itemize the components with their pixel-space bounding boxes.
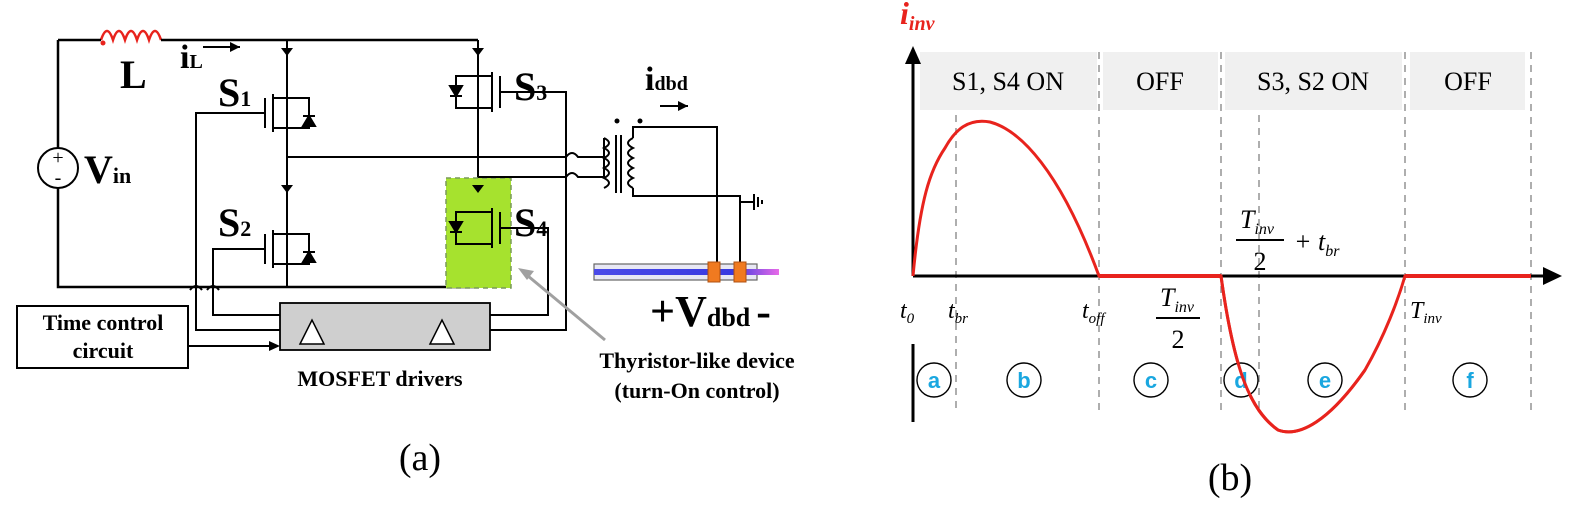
inductor — [99, 29, 163, 44]
panel-b-caption: (b) — [1208, 457, 1252, 499]
switch-s1-label: S1 — [218, 70, 251, 115]
electrode-right — [733, 261, 747, 283]
phase-label-3: S3, S2 ON — [1257, 67, 1369, 96]
svg-text:+ tbr: + tbr — [1294, 227, 1340, 260]
half-period-plus-tbr-annotation: Tinv 2 + tbr — [1236, 205, 1340, 276]
y-axis-label: iinv — [900, 0, 936, 35]
svg-text:2: 2 — [1254, 247, 1267, 276]
circuit-diagram: + - Vin L iL — [16, 29, 795, 479]
interval-marker-c: c — [1133, 362, 1169, 398]
thyristor-note-line1: Thyristor-like device — [599, 348, 795, 373]
ground-icon — [753, 194, 763, 210]
dbd-tube — [593, 261, 779, 283]
phase-bar-3 — [1225, 52, 1402, 110]
inductor-current-label: iL — [180, 39, 203, 76]
dbd-voltage-label: +Vdbd- — [650, 287, 771, 336]
panel-a-caption: (a) — [399, 437, 441, 479]
gate-wire-s1 — [195, 112, 280, 331]
switch-s3-mosfet — [448, 72, 508, 112]
phase-label-4: OFF — [1444, 67, 1492, 96]
time-control-label-line2: circuit — [73, 338, 134, 363]
phase-bar-1 — [920, 52, 1097, 110]
interval-marker-e: e — [1307, 362, 1343, 398]
tick-tinv: Tinv — [1410, 298, 1442, 327]
switch-s2-mosfet — [258, 230, 317, 268]
svg-text:f: f — [1466, 368, 1474, 393]
phase-label-1: S1, S4 ON — [952, 67, 1064, 96]
svg-text:2: 2 — [1172, 325, 1185, 354]
tick-half-period: Tinv 2 — [1156, 283, 1200, 354]
tick-toff: toff — [1082, 298, 1106, 327]
switch-s3-label: S3 — [514, 64, 547, 109]
switch-s4-label: S4 — [514, 200, 547, 245]
phase-bar-4 — [1410, 52, 1525, 110]
voltage-source: + - — [37, 147, 79, 189]
switch-s1-mosfet — [258, 94, 317, 132]
svg-text:d: d — [1234, 368, 1247, 393]
wire-midpoint-right — [478, 172, 604, 178]
interval-marker-a: a — [916, 362, 952, 398]
mosfet-drivers-label: MOSFET drivers — [297, 366, 463, 391]
electrode-left — [707, 261, 721, 283]
gate-wire-s4 — [490, 227, 549, 316]
phase-label-2: OFF — [1136, 67, 1184, 96]
inductor-label: L — [120, 52, 147, 97]
mosfet-drivers-block — [279, 302, 491, 351]
svg-text:Tinv: Tinv — [1240, 205, 1275, 238]
wire-secondary-bottom — [632, 188, 741, 266]
svg-text:Tinv: Tinv — [1160, 283, 1195, 316]
interval-marker-b: b — [1006, 362, 1042, 398]
svg-text:e: e — [1319, 368, 1331, 393]
source-label: Vin — [84, 147, 131, 192]
time-control-label-line1: Time control — [43, 310, 164, 335]
thyristor-note-line2: (turn-On control) — [614, 378, 779, 403]
switch-s4-mosfet — [448, 208, 508, 248]
phase-bar-2 — [1103, 52, 1218, 110]
tick-tbr: tbr — [948, 298, 968, 327]
gate-wire-s3 — [490, 91, 567, 331]
svg-text:a: a — [928, 368, 941, 393]
svg-text:b: b — [1017, 368, 1030, 393]
inductor-dot — [100, 40, 106, 46]
svg-text:c: c — [1145, 368, 1157, 393]
gate-wire-s2 — [212, 248, 280, 316]
interval-marker-d: d — [1223, 362, 1259, 398]
dbd-current-label: idbd — [645, 61, 688, 98]
transformer — [601, 118, 643, 193]
wire-midpoint-left — [287, 152, 604, 158]
wire-source-bottom — [56, 188, 478, 289]
time-control-box — [16, 305, 189, 369]
svg-text:+: + — [52, 147, 63, 169]
interval-marker-f: f — [1452, 362, 1488, 398]
tick-t0: t0 — [900, 298, 915, 327]
svg-text:-: - — [55, 167, 62, 189]
waveform-diagram: S1, S4 ON OFF S3, S2 ON OFF iinv t0 tbr — [900, 0, 1562, 499]
switch-s2-label: S2 — [218, 200, 251, 245]
thyristor-pointer-arrow — [527, 274, 606, 342]
